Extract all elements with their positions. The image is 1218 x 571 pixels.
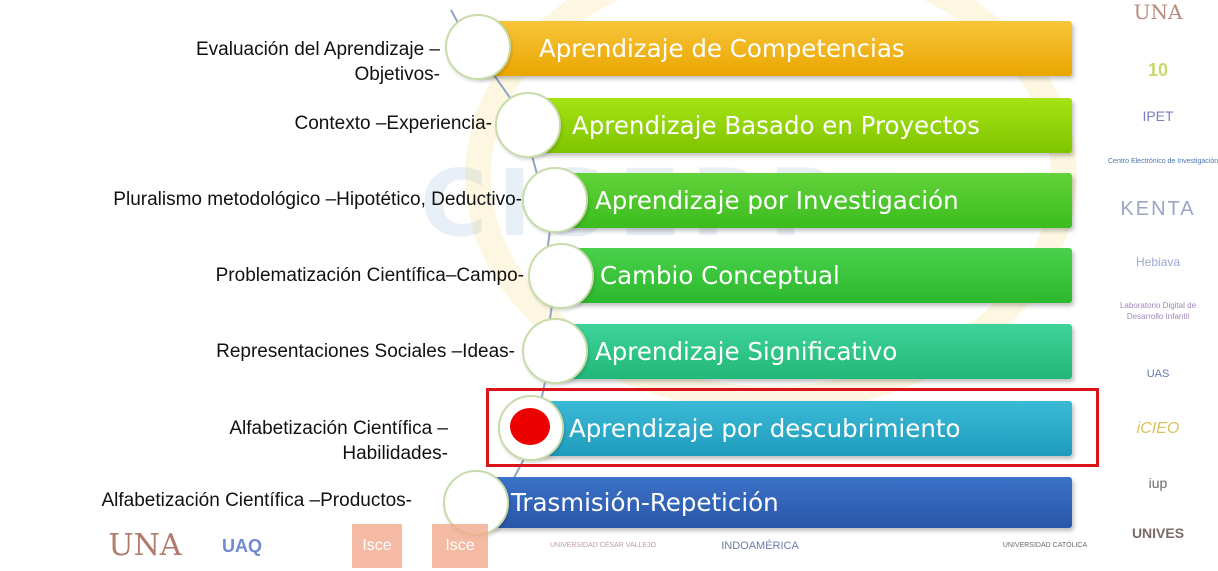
logo-uaq: UAQ xyxy=(222,536,262,556)
level-node-highlighted xyxy=(498,395,564,461)
logo-10: 10 xyxy=(1147,60,1169,80)
red-marker-dot xyxy=(510,408,550,445)
logo-una-bottom: UNA xyxy=(108,528,182,563)
logo-centro-investigacion: Centro Electrónico de Investigación xyxy=(1108,158,1218,165)
logo-una: UNA xyxy=(1133,0,1183,24)
level-bar-significativo: Aprendizaje Significativo xyxy=(555,324,1072,379)
highlight-box xyxy=(486,388,1099,467)
logo-icieo: iCIEO xyxy=(1136,420,1180,437)
logo-laboratorio: Laboratorio Digital de Desarrollo Infant… xyxy=(1119,301,1197,321)
level-title: Aprendizaje Significativo xyxy=(595,337,898,366)
level-title: Aprendizaje por Investigación xyxy=(595,186,959,215)
logo-kenta: KENTA xyxy=(1120,198,1196,220)
left-label: Representaciones Sociales –Ideas- xyxy=(216,341,515,362)
logo-hebiava: Hebiava xyxy=(1135,255,1181,269)
level-title: Aprendizaje de Competencias xyxy=(539,34,905,63)
level-node xyxy=(522,167,588,233)
left-label: Evaluación del Aprendizaje – Objetivos- xyxy=(195,39,440,85)
level-bar-investigacion: Aprendizaje por Investigación xyxy=(555,173,1072,228)
left-label: Pluralismo metodológico –Hipotético, Ded… xyxy=(113,189,522,210)
logo-uas: UAS xyxy=(1146,368,1170,380)
level-title: Trasmisión-Repetición xyxy=(511,488,779,517)
level-title: Aprendizaje Basado en Proyectos xyxy=(572,111,980,140)
level-title: Cambio Conceptual xyxy=(600,261,840,290)
logo-iup: iup xyxy=(1148,475,1168,491)
logo-isce-2: Isce xyxy=(432,524,488,568)
level-title: Aprendizaje por descubrimiento xyxy=(569,414,961,443)
left-label: Problematización Científica–Campo- xyxy=(215,265,524,286)
left-label: Alfabetización Científica – Habilidades- xyxy=(229,418,448,464)
logo-universidad-catolica: UNIVERSIDAD CATÓLICA xyxy=(1002,542,1088,549)
level-bar-cambio-conceptual: Cambio Conceptual xyxy=(560,248,1072,303)
left-label: Contexto –Experiencia- xyxy=(294,113,493,134)
level-node xyxy=(445,14,511,80)
level-node xyxy=(522,318,588,384)
logo-ucv: UNIVERSIDAD CÉSAR VALLEJO xyxy=(549,542,657,549)
logo-unives: UNIVES xyxy=(1131,525,1185,541)
level-bar-competencias: Aprendizaje de Competencias xyxy=(477,21,1072,76)
logo-indoamerica: INDOAMÉRICA xyxy=(721,540,799,552)
left-label: Alfabetización Científica –Productos- xyxy=(101,490,413,511)
level-node xyxy=(495,92,561,158)
logo-isce-1: Isce xyxy=(352,524,402,568)
level-bar-proyectos: Aprendizaje Basado en Proyectos xyxy=(530,98,1072,153)
logo-ipet: IPET xyxy=(1142,108,1174,124)
level-bar-trasmision: Trasmisión-Repetición xyxy=(477,477,1072,528)
level-node xyxy=(528,243,594,309)
level-bar-descubrimiento: Aprendizaje por descubrimiento xyxy=(535,401,1072,456)
